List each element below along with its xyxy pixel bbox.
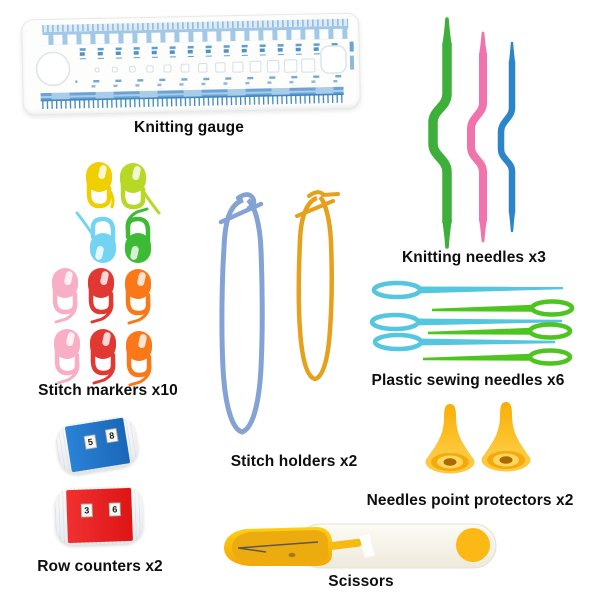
label-stitch-holders: Stitch holders x2 [230, 453, 358, 470]
label-row-counters: Row counters x2 [37, 558, 163, 575]
row-counter-blue: 5 8 [53, 414, 141, 476]
stitch-holders [218, 190, 340, 435]
stitch-marker-red-2 [90, 329, 116, 383]
stitch-marker-pink [52, 268, 78, 322]
sewing-needle-blue-2 [369, 312, 562, 332]
sewing-needle-green-1 [432, 299, 575, 317]
point-protectors [425, 402, 531, 474]
stitch-marker-green [125, 209, 151, 263]
label-knitting-gauge: Knitting gauge [134, 119, 244, 136]
cable-needle-green [428, 17, 452, 249]
stitch-marker-red [88, 268, 114, 322]
cable-needles [428, 17, 516, 249]
knitting-gauge [21, 12, 361, 116]
sewing-needle-blue-1 [371, 280, 563, 300]
label-point-protectors: Needles point protectors x2 [366, 492, 574, 509]
scissors-lever-gap [359, 534, 375, 558]
stitch-holder-blue [218, 192, 265, 435]
row-counter-red-band [66, 487, 133, 544]
label-sewing-needles: Plastic sewing needles x6 [371, 372, 565, 389]
scissors-pivot [288, 552, 296, 558]
scissors-lever [326, 538, 362, 551]
stitch-markers [28, 153, 203, 393]
label-stitch-markers: Stitch markers x10 [38, 382, 178, 399]
point-protector-1 [425, 404, 475, 474]
stitch-holder-orange [295, 190, 340, 382]
label-scissors: Scissors [328, 573, 394, 590]
cable-needle-blue [497, 41, 516, 233]
stitch-marker-lime [120, 163, 159, 213]
scissors-end-button [456, 528, 490, 562]
point-protector-2 [481, 402, 531, 472]
knitting-gauge-markings [35, 18, 355, 110]
sewing-needle-green-3 [423, 348, 573, 366]
row-counter-red: 3 6 [54, 485, 144, 546]
stitch-marker-cyan [77, 213, 116, 263]
row-counter-blue-band [64, 417, 130, 473]
scissors-blades [237, 541, 319, 553]
gauge-hang-hole [35, 51, 71, 87]
sewing-needle-blue-3 [372, 332, 555, 352]
sewing-needle-green-2 [428, 322, 573, 340]
stitch-marker-orange-2 [126, 331, 152, 385]
row-counter-red-digit-1: 3 [80, 503, 94, 518]
row-counter-red-digit-2: 6 [108, 502, 122, 517]
label-knitting-needles: Knitting needles x3 [401, 249, 547, 266]
scissors [224, 523, 497, 569]
cable-needle-pink [467, 31, 487, 243]
row-counter-blue-digit-2: 8 [104, 427, 119, 444]
sewing-needles [369, 280, 575, 366]
gauge-needle-holes [94, 58, 316, 73]
scissors-cover-window [232, 530, 328, 563]
gauge-end-hole [320, 45, 347, 74]
stitch-marker-orange [125, 269, 151, 323]
stitch-marker-yellow [86, 162, 113, 207]
stitch-marker-pink-2 [54, 329, 80, 383]
row-counter-blue-digit-1: 5 [83, 434, 98, 450]
